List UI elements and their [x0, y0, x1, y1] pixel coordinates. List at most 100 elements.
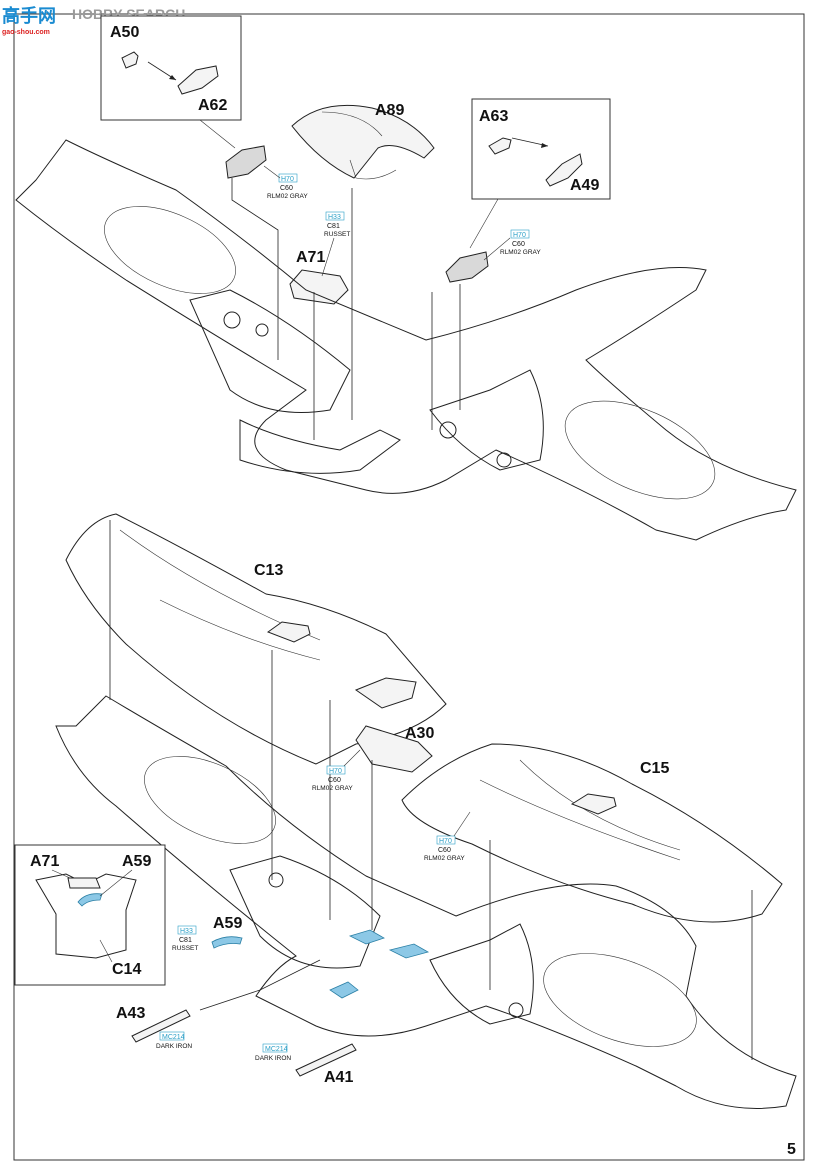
bottom-wing-ellipse-left	[144, 756, 276, 844]
callout-leader	[199, 119, 236, 149]
label-a89: A89	[375, 102, 404, 119]
wheel-well-left	[189, 289, 351, 413]
color-name: DARK IRON	[255, 1055, 291, 1062]
blue-highlight	[388, 943, 430, 959]
color-callout-8: MC214 DARK IRON	[255, 1043, 291, 1062]
color-name: RLM02 GRAY	[267, 193, 308, 200]
label-c14: C14	[112, 961, 141, 978]
label-a62: A62	[198, 97, 227, 114]
gunze-h-code: H33	[180, 928, 193, 935]
watermark-sub: gao-shou.com	[2, 29, 50, 36]
bottom-wheel-well-left	[229, 855, 381, 969]
wing-outline	[15, 139, 797, 541]
label-a63: A63	[479, 108, 508, 125]
bottom-wing-outline	[55, 695, 797, 1109]
inset-a59	[77, 893, 103, 907]
part-a89	[291, 104, 435, 179]
part-a49	[545, 153, 583, 187]
part-a59	[211, 936, 243, 949]
part-a41	[295, 1043, 357, 1077]
gunze-h-code: H70	[439, 838, 452, 845]
wing-ellipse-left	[104, 206, 236, 294]
part-a49-installed	[445, 251, 489, 283]
color-name: RLM02 GRAY	[500, 249, 541, 256]
part-a62	[177, 65, 219, 95]
label-a71-top: A71	[296, 249, 325, 266]
c15-bulge	[570, 793, 617, 815]
gunze-h-code: H70	[329, 768, 342, 775]
part-a50	[121, 51, 139, 69]
inset-a71	[67, 877, 101, 889]
top-assembly-arrows	[231, 178, 461, 440]
label-a30: A30	[405, 725, 434, 742]
blue-highlight	[348, 929, 385, 945]
mr-color-code: MC214	[265, 1046, 288, 1053]
label-a50: A50	[110, 24, 139, 41]
gunze-c-code: C81	[327, 223, 340, 230]
color-callout-6: H33 C81 RUSSET	[172, 925, 198, 952]
gunze-c-code: C60	[438, 847, 451, 854]
center-section	[239, 419, 401, 474]
gunze-c-code: C60	[280, 185, 293, 192]
gunze-c-code: C60	[512, 241, 525, 248]
detail-circle	[496, 452, 512, 468]
part-a43	[131, 1009, 191, 1043]
bottom-wheel-well-right	[429, 923, 534, 1025]
gunze-h-code: H70	[281, 176, 294, 183]
page-number: 5	[787, 1141, 796, 1158]
c15-panel-lines	[479, 759, 681, 861]
gunze-h-code: H70	[513, 232, 526, 239]
color-callout-1: H70 C60 RLM02 GRAY	[263, 165, 308, 200]
callout-a50-a62	[100, 15, 242, 121]
callout-leader	[469, 198, 499, 249]
part-a63	[488, 137, 512, 155]
label-a43: A43	[116, 1005, 145, 1022]
c15-outline	[401, 743, 783, 923]
bottom-wing-ellipse-right	[543, 953, 697, 1047]
wing-ellipse-right	[564, 400, 716, 500]
color-callout-5: H70 C60 RLM02 GRAY	[424, 811, 471, 862]
part-a62-installed	[225, 145, 267, 179]
label-a71-inset: A71	[30, 853, 59, 870]
c13-outline	[65, 513, 447, 765]
color-callout-2: H33 C81 RUSSET	[321, 211, 350, 277]
upper-wing-c15	[401, 743, 783, 923]
c13-panel	[354, 677, 417, 709]
detail-circle	[223, 311, 241, 329]
label-a59: A59	[213, 915, 242, 932]
gunze-h-code: H33	[328, 214, 341, 221]
color-name: RUSSET	[172, 945, 198, 952]
wheel-well-right	[429, 369, 544, 471]
color-callout-4: H70 C60 RLM02 GRAY	[312, 749, 361, 792]
watermark-chars: 高手网	[2, 5, 56, 26]
part-a71-top	[289, 269, 349, 305]
lower-wing-bottom-view	[55, 695, 797, 1109]
inset-a71-a59-c14	[14, 844, 166, 986]
blue-highlight	[329, 981, 359, 999]
inset-box	[14, 844, 166, 986]
color-name: DARK IRON	[156, 1043, 192, 1050]
color-name: RUSSET	[324, 231, 350, 238]
part-a89-detail	[321, 111, 397, 180]
c13-bulge	[266, 621, 311, 643]
arrowhead	[541, 143, 548, 148]
label-a59-inset: A59	[122, 853, 151, 870]
upper-wing-c13	[65, 513, 447, 765]
detail-circle	[508, 1002, 524, 1018]
detail-circle	[268, 872, 284, 888]
label-a41: A41	[324, 1069, 353, 1086]
bottom-assembly-arrows	[109, 520, 753, 1060]
color-callout-7: MC214 DARK IRON	[156, 1031, 192, 1050]
color-callout-3: H70 C60 RLM02 GRAY	[483, 229, 541, 261]
page-frame	[13, 13, 805, 1161]
callout-a63-a49	[471, 98, 611, 200]
label-c13: C13	[254, 562, 283, 579]
gunze-c-code: C81	[179, 937, 192, 944]
color-name: RLM02 GRAY	[424, 855, 465, 862]
lower-wing-top-view	[15, 139, 797, 541]
label-a49: A49	[570, 177, 599, 194]
detail-circle	[255, 323, 269, 337]
gunze-c-code: C60	[328, 777, 341, 784]
